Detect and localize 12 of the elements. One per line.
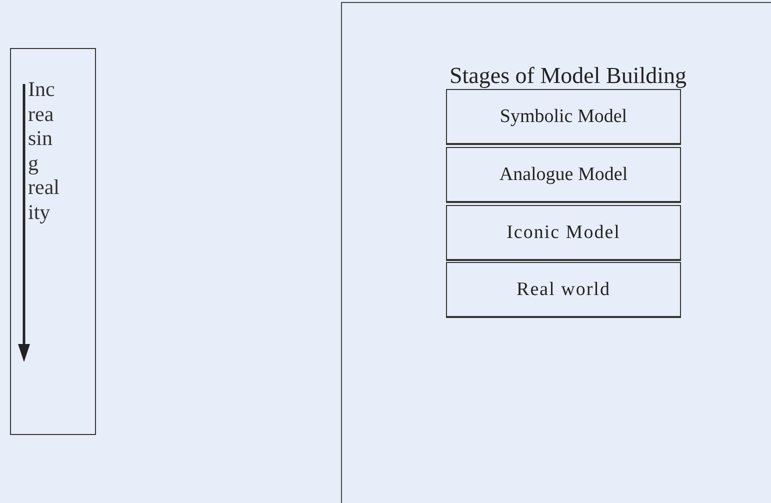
vertical-label: Inc rea sin g real ity bbox=[28, 77, 60, 224]
panel-title: Stages of Model Building bbox=[448, 63, 688, 89]
stage-label: Analogue Model bbox=[499, 164, 628, 186]
stage-label: Real world bbox=[516, 278, 610, 300]
stage-label: Iconic Model bbox=[506, 222, 620, 244]
diagram-panel bbox=[341, 2, 771, 503]
stage-label: Symbolic Model bbox=[500, 106, 628, 128]
stage-box bbox=[446, 262, 681, 318]
stage-box bbox=[446, 89, 681, 145]
stage-box bbox=[446, 147, 681, 203]
stage-box bbox=[446, 205, 681, 261]
side-panel bbox=[10, 48, 96, 435]
